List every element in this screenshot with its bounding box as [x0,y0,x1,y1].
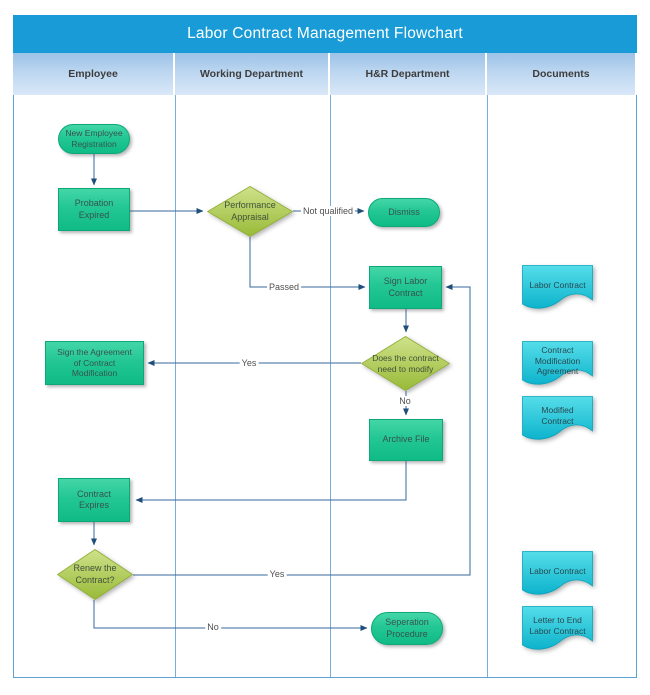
node-renew-the-contract: Renew the Contract? [57,549,133,600]
document-label: Labor Contract [529,565,586,576]
node-label: Contract Expires [76,488,111,510]
node-label: Performance Appraisal [224,200,276,222]
edge-label-renew-yes: Yes [267,569,287,579]
node-label: Dismiss [388,206,420,217]
node-sign-agreement-of-contract-modification: Sign the Agreement of Contract Modificat… [45,341,144,385]
diamond-shape [361,336,450,391]
node-dismiss: Dismiss [368,198,440,227]
doc-letter-to-end-labor-contract: Letter to End Labor Contract [522,606,593,652]
node-label: Sign Labor Contract [383,276,428,298]
document-shape [522,265,593,309]
document-label: Contract Modification Agreement [534,345,581,377]
node-label: Seperation Procedure [385,617,429,639]
diamond-shape [207,186,293,237]
node-new-employee-registration: New Employee Registration [58,124,130,154]
edge-label-passed: Passed [266,282,302,292]
node-label: Renew the Contract? [73,563,117,585]
node-performance-appraisal: Performance Appraisal [207,186,293,237]
edge-label-modify-yes: Yes [239,358,259,368]
node-probation-expired: Probation Expired [58,188,130,231]
lane-header-label: Working Department [199,68,304,80]
doc-modified-contract: Modified Contract [522,396,593,442]
doc-contract-modification-agreement: Contract Modification Agreement [522,341,593,387]
node-contract-expires: Contract Expires [58,478,130,522]
chart-title: Labor Contract Management Flowchart [187,25,463,42]
node-label: New Employee Registration [65,128,123,149]
doc-labor-contract-2: Labor Contract [522,551,593,597]
document-shape [522,341,593,385]
lane-divider [175,95,176,677]
node-archive-file: Archive File [369,419,443,461]
lane-header-documents: Documents [487,53,635,95]
document-shape [522,606,593,650]
chart-title-bar: Labor Contract Management Flowchart [13,15,637,53]
document-shape [522,551,593,595]
document-label: Letter to End Labor Contract [529,615,586,636]
node-label: Does the contract need to modify [372,352,439,374]
node-does-contract-need-modify: Does the contract need to modify [361,336,450,391]
node-label: Probation Expired [74,198,114,220]
edge-label-not-qualified: Not qualified [300,206,356,216]
edge-label-renew-no: No [205,622,221,632]
doc-labor-contract-1: Labor Contract [522,265,593,311]
lane-header-working-department: Working Department [175,53,328,95]
document-label: Labor Contract [529,279,586,290]
document-shape [522,396,593,440]
node-label: Sign the Agreement of Contract Modificat… [57,347,132,379]
diamond-shape [57,549,133,600]
lane-header-label: H&R Department [365,68,450,80]
lane-header-employee: Employee [13,53,173,95]
lane-divider [487,95,488,677]
node-separation-procedure: Seperation Procedure [371,612,443,645]
lane-header-label: Employee [68,68,118,80]
document-label: Modified Contract [541,405,574,426]
lane-header-hr-department: H&R Department [330,53,485,95]
lane-header-row: Employee Working Department H&R Departme… [13,53,637,95]
lane-divider [330,95,331,677]
node-label: Archive File [382,434,430,445]
edge-label-modify-no: No [397,396,413,406]
node-sign-labor-contract: Sign Labor Contract [369,266,442,309]
lane-header-label: Documents [532,68,590,80]
